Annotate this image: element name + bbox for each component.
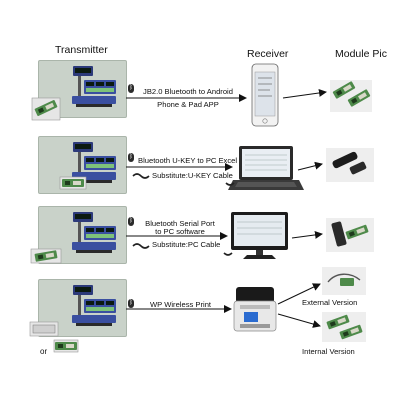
transmitter-header: Transmitter — [55, 44, 108, 56]
module-pic-2 — [326, 148, 374, 182]
bluetooth-icon-row2: ᛒ — [128, 153, 134, 162]
cable-plug-row2 — [225, 182, 235, 186]
row3-substitute: Substitute:PC Cable — [152, 240, 221, 249]
bluetooth-icon-row1: ᛒ — [128, 84, 134, 93]
row1-label-line1: JB2.0 Bluetooth to Android — [143, 87, 233, 96]
cable-icon-row3 — [132, 243, 150, 249]
smartphone-icon — [251, 63, 279, 127]
row1-label-line2: Phone & Pad APP — [157, 100, 219, 109]
arrow-row1-module — [282, 89, 327, 99]
module-pic-4-internal — [322, 312, 366, 342]
transmitter-module-inset-4a — [29, 321, 59, 337]
arrow-row3-module — [291, 230, 323, 239]
transmitter-module-inset-1 — [31, 97, 61, 121]
row2-substitute: Substitute:U-KEY Cable — [152, 171, 233, 180]
receipt-printer-icon — [233, 287, 277, 332]
transmitter-module-inset-2 — [59, 176, 87, 190]
cable-plug-row3 — [223, 252, 233, 256]
transmitter-or-label: or — [40, 347, 48, 356]
scale-image-4 — [72, 285, 116, 326]
scale-image-3 — [72, 212, 116, 253]
module-pic-header: Module Pic — [335, 48, 387, 60]
transmitter-module-inset-3 — [30, 248, 62, 264]
module-pic-1 — [330, 80, 372, 112]
bluetooth-icon-row4: ᛒ — [128, 299, 134, 308]
module-pic-3 — [326, 218, 374, 252]
row3-label-line2: to PC software — [155, 227, 205, 236]
arrow-row4-external — [277, 283, 321, 305]
internal-version-label: Internal Version — [302, 347, 355, 356]
scale-image-1 — [72, 66, 116, 107]
laptop-icon — [228, 146, 304, 190]
arrow-row4-internal — [277, 313, 321, 328]
arrow-row2-module — [297, 161, 323, 171]
cable-icon-row2 — [132, 173, 150, 179]
row2-label: Bluetooth U-KEY to PC Excel — [138, 156, 238, 165]
external-version-label: External Version — [302, 298, 358, 307]
module-pic-4-external — [322, 267, 366, 295]
row3-label-line1: Bluetooth Serial Port — [145, 219, 215, 228]
desktop-monitor-icon — [231, 212, 288, 259]
receiver-header: Receiver — [247, 48, 289, 60]
transmitter-module-inset-4b — [53, 339, 79, 353]
bluetooth-icon-row3: ᛒ — [128, 217, 134, 226]
row4-label: WP Wireless Print — [150, 300, 212, 309]
